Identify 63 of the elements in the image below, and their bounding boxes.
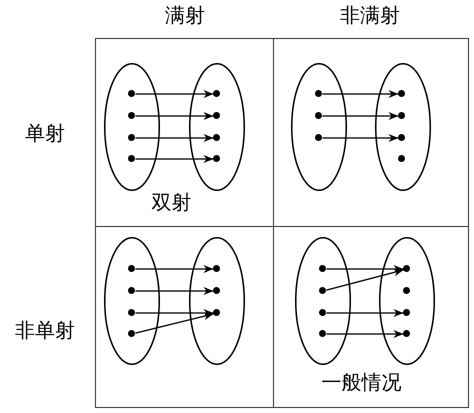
- dot: [403, 287, 410, 294]
- dot: [403, 309, 410, 316]
- dot: [128, 155, 135, 162]
- set-ellipse: [374, 62, 430, 190]
- grid-cell: [95, 38, 274, 227]
- arrow: [136, 309, 214, 317]
- dot: [398, 134, 405, 141]
- dot: [398, 90, 405, 97]
- set-ellipse: [290, 62, 346, 190]
- arrow: [136, 265, 214, 273]
- dot: [213, 155, 220, 162]
- grid-cell: [95, 226, 274, 408]
- set-ellipse: [294, 236, 350, 364]
- dot: [213, 134, 220, 141]
- column-heading: 满射: [165, 5, 205, 25]
- dot: [403, 265, 410, 272]
- dot: [403, 330, 410, 337]
- arrow: [136, 134, 214, 142]
- dot: [319, 287, 326, 294]
- dot: [128, 287, 135, 294]
- column-heading: 非满射: [340, 5, 400, 25]
- set-ellipse: [104, 236, 160, 364]
- dot: [128, 134, 135, 141]
- dot: [315, 112, 322, 119]
- dot: [315, 90, 322, 97]
- dot: [213, 112, 220, 119]
- dot: [398, 112, 405, 119]
- grid-cell: [273, 226, 469, 408]
- arrow: [136, 112, 214, 120]
- arrow: [135, 312, 214, 334]
- arrow: [326, 265, 404, 273]
- dot: [213, 309, 220, 316]
- grid-cell: [273, 38, 469, 227]
- dot: [128, 90, 135, 97]
- arrow: [326, 268, 404, 291]
- set-ellipse: [378, 236, 434, 364]
- arrow: [326, 330, 404, 338]
- arrow: [326, 309, 404, 317]
- arrow: [136, 155, 214, 163]
- dot: [128, 112, 135, 119]
- arrow: [322, 90, 398, 98]
- dot: [315, 134, 322, 141]
- arrow: [136, 287, 214, 295]
- arrow: [136, 90, 214, 98]
- set-ellipse: [104, 62, 160, 190]
- dot: [213, 287, 220, 294]
- dot: [128, 330, 135, 337]
- dot: [128, 309, 135, 316]
- dot: [398, 155, 405, 162]
- dot: [213, 265, 220, 272]
- dot: [213, 90, 220, 97]
- row-heading: 非单射: [15, 320, 75, 340]
- dot: [319, 330, 326, 337]
- set-ellipse: [188, 62, 244, 190]
- dot: [128, 265, 135, 272]
- cell-caption: 一般情况: [322, 372, 402, 392]
- set-ellipse: [188, 236, 244, 364]
- cell-caption: 双射: [152, 192, 192, 212]
- dot: [319, 309, 326, 316]
- dot: [319, 265, 326, 272]
- arrow: [322, 112, 398, 120]
- arrow: [322, 134, 398, 142]
- row-heading: 单射: [25, 123, 65, 143]
